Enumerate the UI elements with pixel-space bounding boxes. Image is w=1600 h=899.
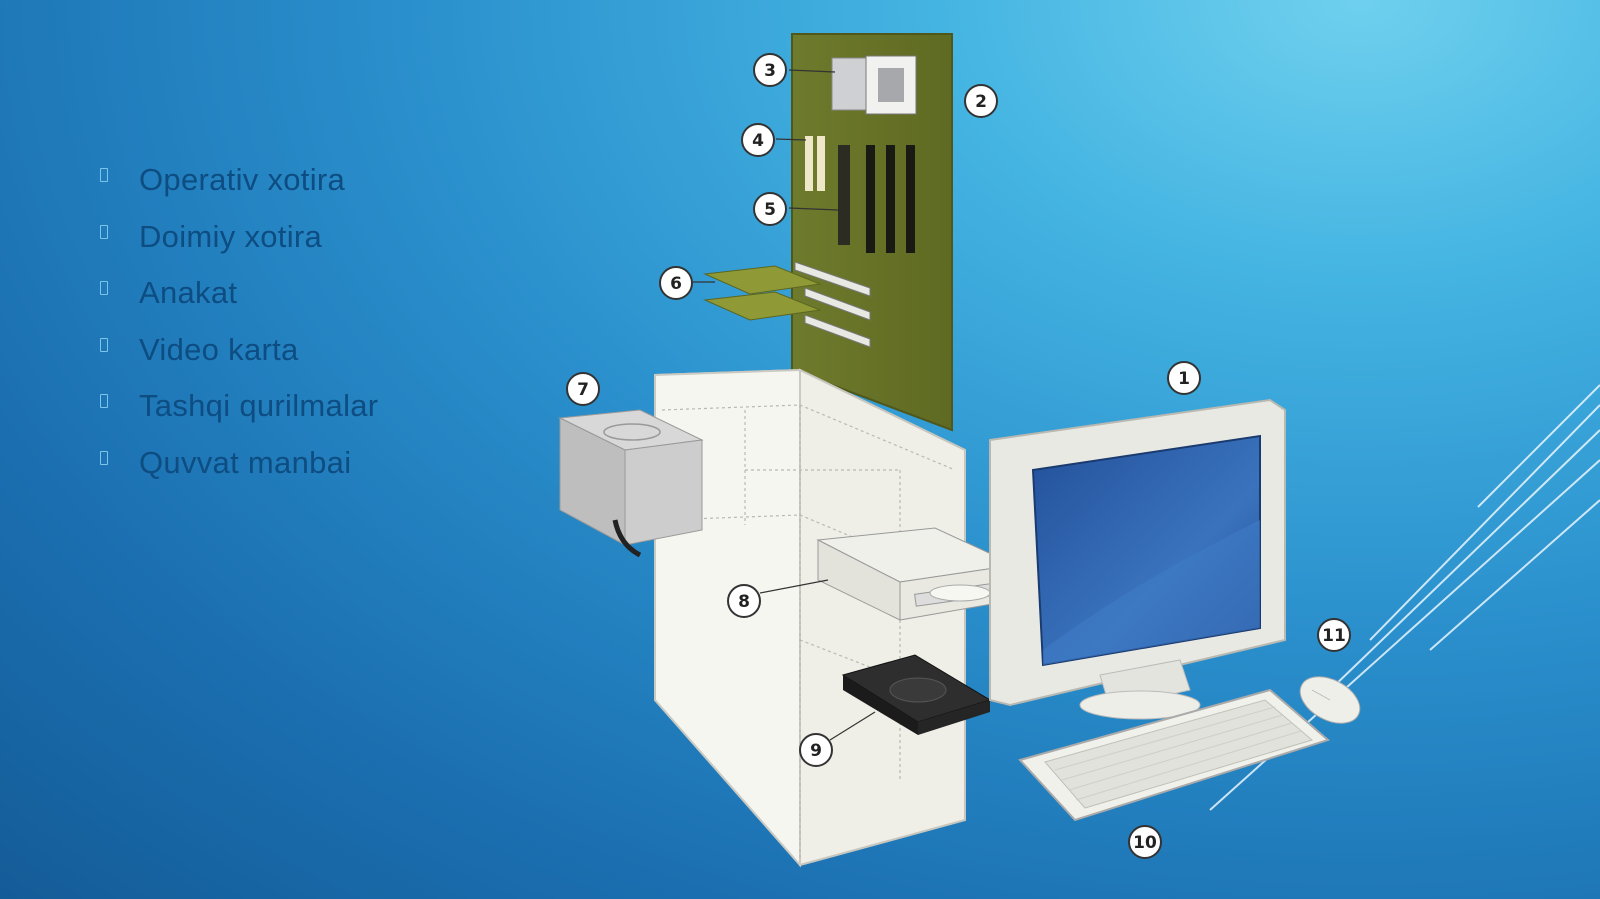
bullet-marker-icon xyxy=(100,450,108,465)
callout-11: 11 xyxy=(1317,618,1351,652)
callout-2: 2 xyxy=(964,84,998,118)
svg-text:11: 11 xyxy=(1322,626,1346,646)
svg-text:7: 7 xyxy=(577,380,589,400)
callout-leader-lines xyxy=(693,69,876,741)
list-item: Video karta xyxy=(100,330,378,387)
svg-text:10: 10 xyxy=(1133,833,1157,853)
keyboard xyxy=(1018,688,1331,822)
callout-8: 8 xyxy=(727,584,761,618)
list-item-label: Doimiy xotira xyxy=(139,218,323,254)
list-item-label: Operativ xotira xyxy=(139,162,346,197)
list-item: Operativ xotira xyxy=(100,160,378,217)
callout-5: 5 xyxy=(753,192,787,226)
bullet-marker-icon xyxy=(100,168,108,182)
mouse xyxy=(1299,676,1361,724)
bullet-marker-icon xyxy=(100,394,108,408)
callout-7: 7 xyxy=(566,372,600,406)
component-list: Operativ xotira Doimiy xotira Anakat Vid… xyxy=(100,160,378,499)
svg-text:4: 4 xyxy=(752,131,764,151)
expansion-cards xyxy=(703,265,822,321)
svg-text:8: 8 xyxy=(738,592,750,612)
svg-text:6: 6 xyxy=(670,274,682,294)
svg-text:5: 5 xyxy=(764,200,776,220)
optical-drive xyxy=(816,527,1017,621)
motherboard xyxy=(791,33,953,432)
callout-1: 1 xyxy=(1167,361,1201,395)
bullet-marker-icon xyxy=(100,337,108,352)
svg-text:9: 9 xyxy=(810,741,822,761)
callout-10: 10 xyxy=(1128,825,1162,859)
callout-4: 4 xyxy=(741,123,775,157)
list-item: Doimiy xotira xyxy=(100,217,378,274)
power-supply xyxy=(558,409,704,558)
decorative-lines xyxy=(1209,384,1600,811)
bullet-marker-icon xyxy=(100,281,108,295)
list-item-label: Video karta xyxy=(139,331,299,367)
callout-3: 3 xyxy=(753,53,787,87)
list-item: Anakat xyxy=(100,273,378,330)
monitor xyxy=(989,398,1286,720)
callout-6: 6 xyxy=(659,266,693,300)
bullet-marker-icon xyxy=(100,224,108,239)
list-item-label: Anakat xyxy=(139,275,238,310)
svg-text:3: 3 xyxy=(764,61,776,81)
list-item: Quvvat manbai xyxy=(100,443,378,500)
callout-9: 9 xyxy=(799,733,833,767)
hard-drive xyxy=(841,654,992,735)
svg-text:2: 2 xyxy=(975,92,987,112)
svg-text:1: 1 xyxy=(1178,369,1190,389)
list-item-label: Quvvat manbai xyxy=(139,444,352,480)
list-item-label: Tashqi qurilmalar xyxy=(139,388,379,423)
list-item: Tashqi qurilmalar xyxy=(100,386,378,443)
